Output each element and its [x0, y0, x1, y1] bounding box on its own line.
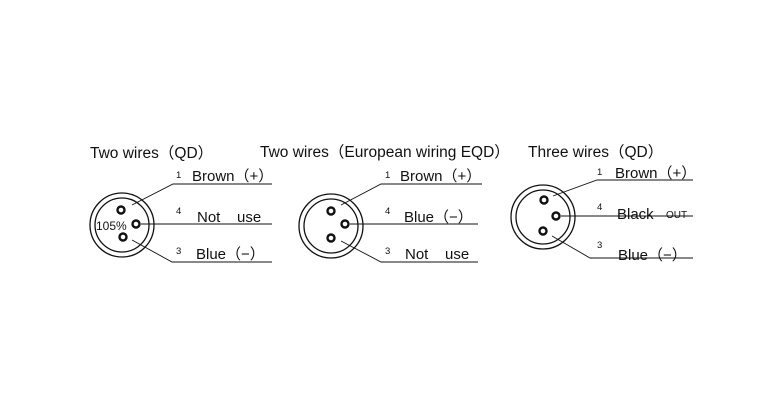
pin-number: 1: [385, 170, 390, 181]
pin-1: [116, 205, 126, 215]
pin-3: [118, 232, 128, 242]
pin-number: 1: [176, 170, 181, 181]
leader-line-pin-1: [131, 183, 272, 206]
pin-number: 4: [385, 206, 390, 217]
pin-4: [551, 211, 561, 221]
connector-inner-ring: [94, 197, 150, 253]
connector-inner-ring: [303, 198, 359, 254]
pin-sublabel: OUT: [666, 210, 687, 221]
pin-label: Blue（−）: [404, 209, 473, 226]
pin-label: Blue（−）: [196, 246, 265, 263]
diagram-title: Three wires（QD）: [528, 144, 663, 161]
pin-number: 1: [597, 167, 602, 178]
leader-line-pin-3: [340, 240, 478, 263]
pin-label: Not use: [405, 246, 469, 263]
pin-number: 4: [176, 206, 181, 217]
center-label: 105%: [96, 219, 127, 233]
pin-label: Brown（+）: [192, 168, 273, 185]
pin-label: Brown（+）: [400, 168, 481, 185]
pin-number: 3: [176, 246, 181, 257]
pin-label: Not use: [197, 209, 261, 226]
pin-label: Blue（−）: [618, 247, 687, 264]
connector-outer-ring: [298, 193, 364, 259]
diagram-title: Two wires（European wiring EQD）: [260, 144, 510, 161]
connector-inner-ring: [515, 189, 571, 245]
leader-line-pin-3: [551, 235, 693, 259]
pin-number: 4: [597, 202, 602, 213]
connector-diagram-two-wires-qd: Two wires（QD） 105% 1 Brown（+） 4 Not use …: [89, 145, 273, 263]
connector-diagram-three-wires-qd: Three wires（QD） 1 Brown（+） 4 Black OUT 3…: [510, 144, 696, 264]
pin-label: Black: [617, 206, 654, 223]
leader-line-pin-1: [552, 179, 693, 197]
pin-3: [538, 226, 548, 236]
connector-diagram-two-wires-eqd: Two wires（European wiring EQD） 1 Brown（+…: [260, 144, 510, 263]
pin-number: 3: [597, 240, 602, 251]
pin-label: Brown（+）: [615, 165, 696, 182]
pin-4: [340, 219, 350, 229]
connector-outer-ring: [89, 192, 155, 258]
diagram-title: Two wires（QD）: [90, 145, 213, 162]
pin-1: [326, 206, 336, 216]
pin-1: [539, 195, 549, 205]
pin-4: [131, 219, 141, 229]
leader-line-pin-1: [340, 183, 482, 206]
leader-line-pin-3: [131, 239, 272, 263]
pin-3: [326, 233, 336, 243]
connector-outer-ring: [510, 184, 576, 250]
pin-number: 3: [385, 246, 390, 257]
